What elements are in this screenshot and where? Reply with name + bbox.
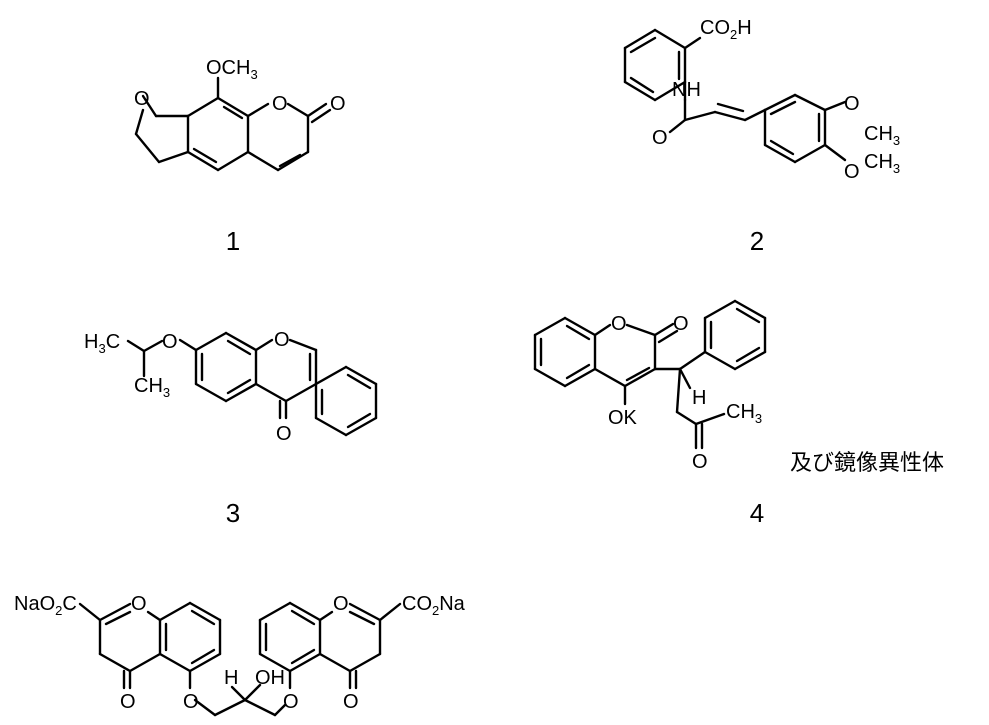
compound-2-number: 2 — [750, 226, 764, 256]
compound-2-methoxy-b-o: O — [844, 161, 860, 183]
compound-5-oh-label: OH — [255, 667, 285, 689]
compound-2-nh-label: NH — [672, 79, 701, 101]
compound-5-structure — [78, 601, 402, 717]
compound-2-ch3-a: CH3 — [864, 123, 900, 148]
compound-1-furan-o: O — [134, 88, 150, 110]
compound-3-structure — [126, 331, 378, 437]
compound-5-co2na-label: CO2Na — [402, 593, 466, 618]
compound-2-amide-o: O — [652, 127, 668, 149]
compound-5-nao2c-label: NaO2C — [14, 593, 77, 618]
enantiomer-note: 及び鏡像異性体 — [790, 451, 944, 476]
compound-3-number: 3 — [226, 498, 240, 528]
compound-4-ch3-label: CH3 — [726, 401, 762, 426]
compound-3-h3c-label: H3C — [84, 331, 120, 356]
compound-5-h-label: H — [224, 667, 238, 689]
compound-5-carbonyl-o-left: O — [120, 691, 136, 713]
compound-1-pyran-o: O — [272, 93, 288, 115]
compound-1-carbonyl-o: O — [330, 93, 346, 115]
compound-4-ring-o: O — [611, 313, 627, 335]
compound-2-structure — [623, 28, 847, 164]
compound-1-structure — [134, 76, 332, 172]
compound-2-methoxy-a-o: O — [844, 93, 860, 115]
compound-5-ether-o-right: O — [283, 691, 299, 713]
compound-3-ring-o: O — [274, 329, 290, 351]
compound-3-ether-o: O — [162, 331, 178, 353]
compound-2-ch3-b: CH3 — [864, 151, 900, 176]
compound-3-carbonyl-o: O — [276, 423, 292, 445]
compound-4-structure — [533, 299, 767, 450]
compound-5-ring-o-right: O — [333, 593, 349, 615]
compound-4-h-label: H — [692, 387, 706, 409]
compound-1-methoxy-label: OCH3 — [206, 57, 258, 82]
compound-1-number: 1 — [226, 226, 240, 256]
compound-4-number: 4 — [750, 498, 764, 528]
compound-3-ch3-label: CH3 — [134, 375, 170, 400]
compound-2-acid-label: CO2H — [700, 17, 752, 42]
compound-4-carbonyl-o: O — [673, 313, 689, 335]
compound-5-ether-o-left: O — [183, 691, 199, 713]
compound-4-ketone-o: O — [692, 451, 708, 473]
compound-5-ring-o-left: O — [131, 593, 147, 615]
compound-5-carbonyl-o-right: O — [343, 691, 359, 713]
compound-4-ok-label: OK — [608, 407, 638, 429]
